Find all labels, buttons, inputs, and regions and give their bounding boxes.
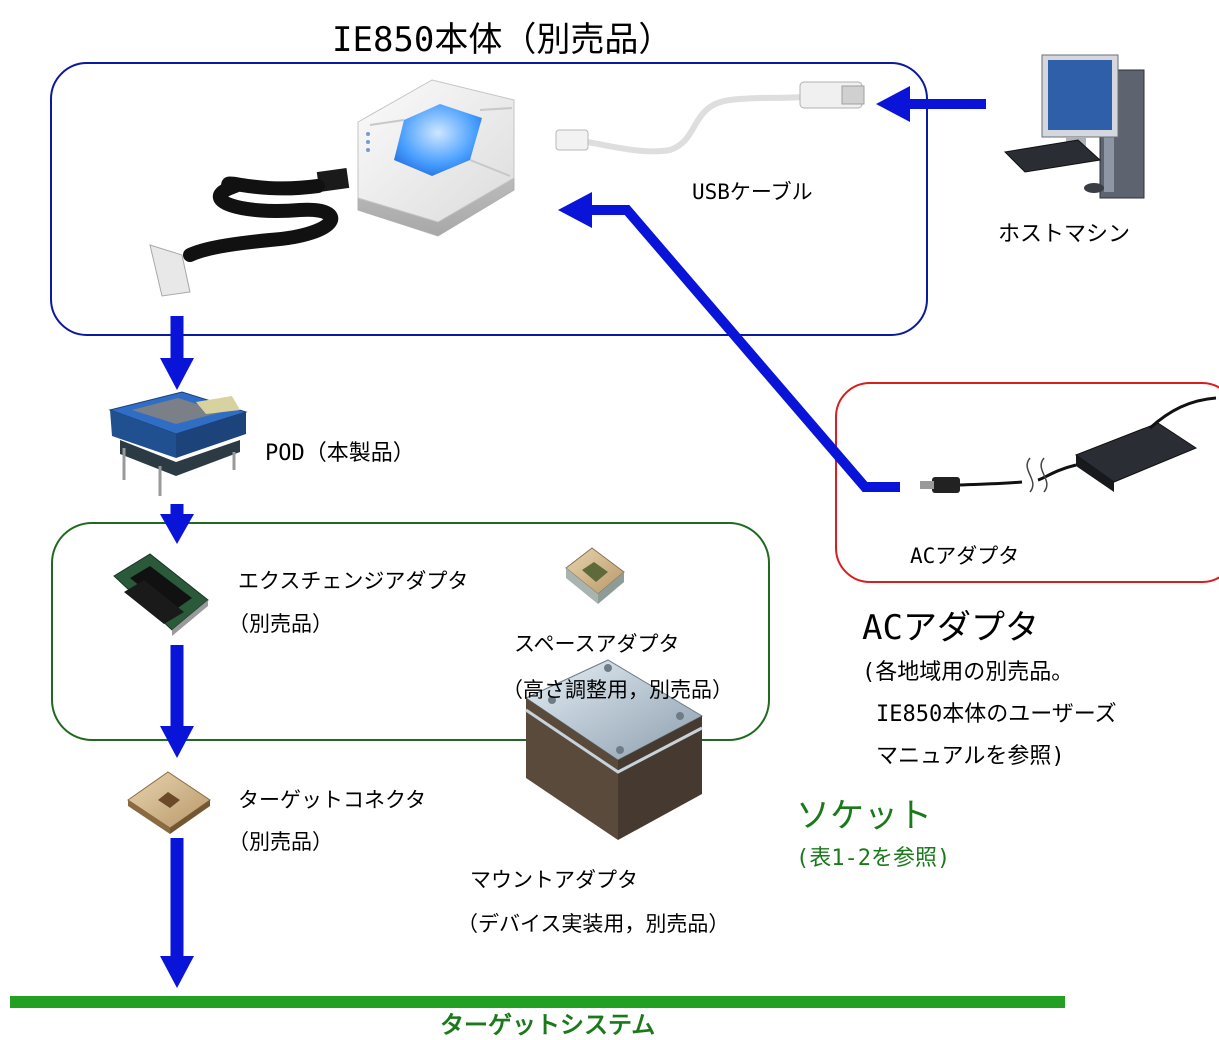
- target-system-bar: [10, 996, 1065, 1008]
- host-machine-label: ホストマシン: [998, 222, 1131, 247]
- socket-note-heading: ソケット: [796, 796, 932, 836]
- arrowhead-pod-to-exchange: [160, 514, 194, 544]
- ie850-box: [50, 62, 928, 336]
- socket-note-ref: (表1-2を参照): [796, 846, 951, 871]
- mount-adapter-name: マウントアダプタ: [470, 868, 638, 892]
- ac-note-line-3: マニュアルを参照): [876, 744, 1065, 769]
- pod-label: POD（本製品）: [265, 441, 415, 466]
- ac-adapter-box-label: ACアダプタ: [910, 544, 1020, 568]
- arrowhead-ac-to-ie850: [558, 192, 592, 228]
- arrows: [160, 86, 986, 988]
- usb-cable-label: USBケーブル: [692, 180, 813, 204]
- pod-image: [108, 391, 248, 496]
- space-adapter-image: [565, 547, 625, 604]
- ac-note-line-1: (各地域用の別売品。: [862, 660, 1074, 685]
- page-title: IE850本体（別売品）: [332, 20, 673, 60]
- ac-adapter-box: [835, 382, 1219, 583]
- mount-adapter-note: （デバイス実装用，別売品）: [457, 912, 730, 936]
- arrowhead-host-to-usb: [876, 86, 910, 122]
- exchange-adapter-note: （別売品）: [228, 612, 333, 636]
- exchange-adapter-name: エクスチェンジアダプタ: [238, 569, 469, 593]
- socket-group-box: [51, 522, 770, 741]
- ac-note-heading: ACアダプタ: [862, 608, 1039, 648]
- mount-adapter-image: [524, 659, 704, 840]
- usb-cable-image: [555, 81, 865, 155]
- target-connector-image: [127, 771, 211, 834]
- target-system-label: ターゲットシステム: [440, 1011, 656, 1039]
- ie850-unit-image: [149, 79, 515, 297]
- arrowhead-ie850-to-pod: [160, 358, 194, 390]
- target-connector-name: ターゲットコネクタ: [238, 788, 427, 812]
- arrowhead-exchange-to-connector: [160, 726, 194, 758]
- space-adapter-note: （高さ調整用，別売品）: [502, 678, 733, 702]
- arrow-ac-to-ie850: [592, 205, 900, 492]
- target-connector-note: （別売品）: [228, 830, 333, 854]
- exchange-adapter-image: [113, 553, 209, 636]
- arrowhead-connector-to-target: [160, 956, 194, 988]
- ac-adapter-image: [920, 396, 1217, 493]
- ac-note-line-2: IE850本体のユーザーズ: [876, 702, 1117, 727]
- space-adapter-name: スペースアダプタ: [514, 632, 680, 656]
- host-machine-image: [1003, 54, 1145, 199]
